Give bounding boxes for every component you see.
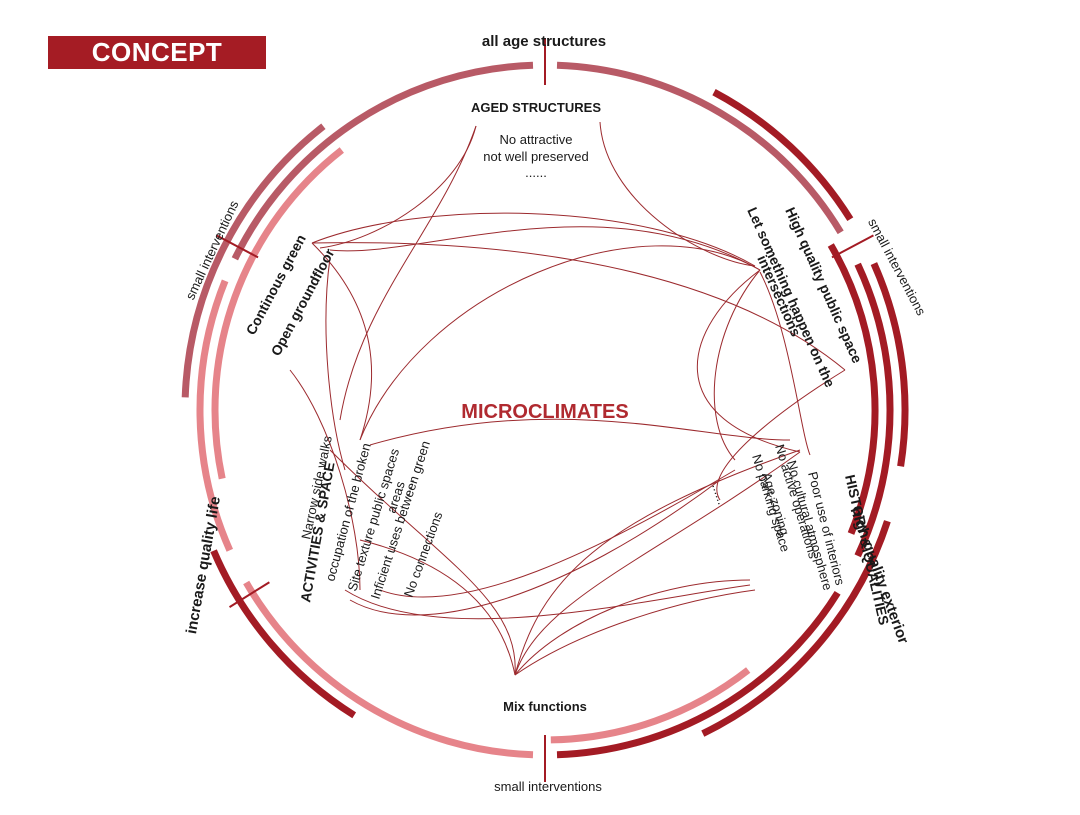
ring-arc xyxy=(556,590,841,759)
connection-curve xyxy=(311,242,846,371)
ring-arc xyxy=(827,243,879,535)
mix-functions-label: Mix functions xyxy=(503,699,587,714)
label-small-interventions-bottom: small interventions xyxy=(494,779,602,794)
node-aged-structures: AGED STRUCTURES No attractive not well p… xyxy=(471,100,601,180)
connection-curve xyxy=(514,449,801,676)
ring-arc xyxy=(701,520,891,737)
concept-banner: CONCEPT xyxy=(48,36,266,69)
node-activities-space: ACTIVITIES & SPACE Narrow side walks occ… xyxy=(297,434,445,604)
connection-curve xyxy=(716,369,846,501)
connection-curve xyxy=(759,271,811,456)
node-history-qualities: HISTORY & QUALITIES Poor use of interior… xyxy=(709,442,892,626)
ring-dividers xyxy=(216,38,874,782)
ring-divider xyxy=(831,234,874,259)
connection-curve xyxy=(514,451,801,676)
connection-curve xyxy=(319,125,477,249)
ring-arc xyxy=(196,279,233,552)
connection-curve xyxy=(311,242,373,441)
label-small-interventions-upper-left: small interventions xyxy=(182,198,241,302)
aged-structures-title: AGED STRUCTURES xyxy=(471,100,601,115)
ring-divider xyxy=(216,234,259,259)
ring-arc xyxy=(211,147,344,480)
ring-arc xyxy=(854,262,894,558)
ring-arc xyxy=(210,549,357,719)
label-all-age-structures: all age structures xyxy=(482,33,606,50)
connection-curve xyxy=(599,121,756,267)
center-title: MICROCLIMATES xyxy=(461,401,628,423)
connection-curve xyxy=(325,257,346,471)
connection-curve xyxy=(514,579,751,676)
connection-curve xyxy=(344,584,751,620)
activities-more: ...... xyxy=(396,476,418,501)
connection-curve xyxy=(339,125,477,421)
outer-rings xyxy=(181,61,909,759)
ring-arc xyxy=(181,123,326,398)
connection-curve xyxy=(289,369,361,591)
ring-arc xyxy=(870,262,909,467)
connection-curve xyxy=(329,226,761,271)
aged-item: not well preserved xyxy=(483,149,589,164)
connection-curve xyxy=(349,479,721,616)
ring-arc xyxy=(712,89,854,222)
connection-curve xyxy=(311,212,756,267)
history-more: ...... xyxy=(709,481,730,506)
aged-item: ...... xyxy=(525,165,547,180)
connection-curve xyxy=(379,469,736,598)
ring-divider xyxy=(228,581,270,608)
ring-arc xyxy=(231,61,534,261)
connection-curve xyxy=(514,589,756,676)
connection-curve xyxy=(359,539,516,676)
connection-curve xyxy=(329,449,516,676)
ring-arc xyxy=(550,667,751,744)
node-high-quality-public-space: High quality public space Let something … xyxy=(744,205,865,390)
connection-curve xyxy=(713,269,761,461)
connection-curves xyxy=(289,121,846,676)
aged-item: No attractive xyxy=(500,132,573,147)
ring-arc xyxy=(556,61,844,235)
ring-arc xyxy=(243,580,534,759)
connection-curve xyxy=(359,245,761,441)
connection-curve xyxy=(369,418,791,446)
